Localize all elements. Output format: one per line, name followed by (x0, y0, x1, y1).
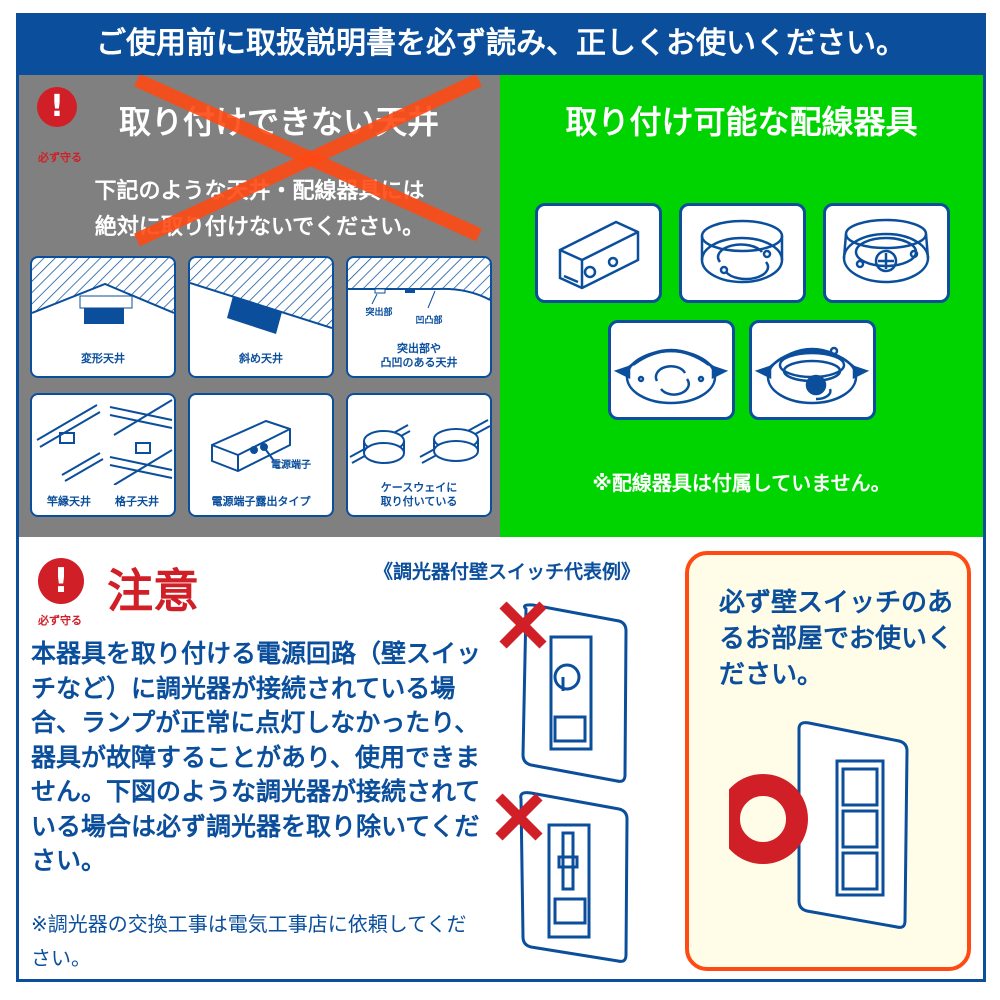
uneven-ceiling-icon (348, 258, 490, 309)
callout-uneven: 凹凸部 (415, 316, 443, 326)
wall-switch-ok-icon (729, 721, 909, 929)
card-label-2: 凸凹のある天井 (380, 356, 458, 369)
not-installable-panel: ! 必ず守る 取り付けできない天井 下記のような天井・配線器具には 絶対に取り付… (19, 75, 500, 537)
caution-note: ※調光器の交換工事は電気工事店に依頼してください。 (31, 912, 467, 970)
sloped-ceiling-icon (190, 258, 332, 334)
must-follow-label: 必ず守る (38, 151, 82, 164)
big-cross-icon (134, 75, 482, 247)
exposed-terminal-box-icon (211, 419, 291, 473)
header-banner: ご使用前に取扱説明書を必ず読み、正しくお使いください。 (16, 13, 986, 75)
card-label: 変形天井 (81, 352, 125, 365)
exclamation-icon: ! (37, 87, 77, 127)
card-deformed-ceiling: 変形天井 (30, 256, 176, 378)
dimmer-examples-title: 《調光器付壁スイッチ代表例》 (374, 561, 641, 583)
device-flanged-rose (608, 320, 735, 420)
installable-note: ※配線器具は付属していません。 (592, 471, 891, 495)
card-sloped-ceiling: 斜め天井 (188, 256, 334, 378)
device-round-rose (679, 203, 806, 303)
ok-wall-switch-box: 必ず壁スイッチのあるお部屋でお使いください。 (685, 551, 971, 971)
card-label: 電源端子露出タイプ (211, 495, 311, 508)
batten-lattice-ceiling-icon (36, 399, 173, 486)
device-hooking-ceiling (823, 203, 950, 303)
card-label: 斜め天井 (239, 352, 283, 365)
callout-protrusion: 突出部 (365, 308, 393, 318)
flanged-hooking-ceiling-icon (754, 346, 870, 405)
dimmer-knob-switch-icon (499, 601, 628, 783)
caution-body: 本器具を取り付ける電源回路（壁スイッチなど）に調光器が接続されている場合、ランプ… (31, 639, 482, 875)
card-label-1: 突出部や (397, 342, 441, 355)
device-flanged-hooking (749, 320, 876, 420)
ok-wall-switch-text: 必ず壁スイッチのあるお部屋でお使いください。 (719, 588, 954, 690)
card-label-batten: 竿縁天井 (47, 495, 91, 508)
card-caseway: ケースウェイに 取り付いている (346, 393, 492, 517)
installable-title: 取り付け可能な配線器具 (565, 103, 918, 141)
card-exposed-terminal: 電源端子 電源端子露出タイプ (188, 393, 334, 517)
card-label-1: ケースウェイに (380, 481, 458, 494)
dimmer-slider-switch-icon (495, 791, 629, 963)
round-ceiling-rose-icon (700, 219, 784, 284)
deformed-ceiling-icon (32, 258, 174, 324)
installable-panel: 取り付け可能な配線器具 (500, 75, 983, 537)
box-outlet-icon (558, 220, 640, 290)
callout-terminal: 電源端子 (271, 460, 311, 471)
hooking-ceiling-icon (842, 218, 930, 284)
card-label-2: 取り付いている (380, 495, 458, 508)
must-follow-label: 必ず守る (38, 614, 82, 627)
flanged-ceiling-rose-icon (613, 348, 729, 405)
card-label-lattice: 格子天井 (115, 495, 159, 508)
caution-title: 注意 (107, 564, 199, 618)
card-batten-lattice-ceiling: 竿縁天井 格子天井 (30, 393, 176, 517)
caseway-rose-icon (349, 419, 490, 464)
exclamation-icon: ! (38, 558, 84, 604)
caution-section: ! 必ず守る 注意 本器具を取り付ける電源回路（壁スイッチなど）に調光器が接続さ… (19, 537, 983, 979)
card-uneven-ceiling: 突出部 凹凸部 突出部や 凸凹のある天井 (346, 256, 492, 378)
device-box-outlet (535, 203, 662, 303)
